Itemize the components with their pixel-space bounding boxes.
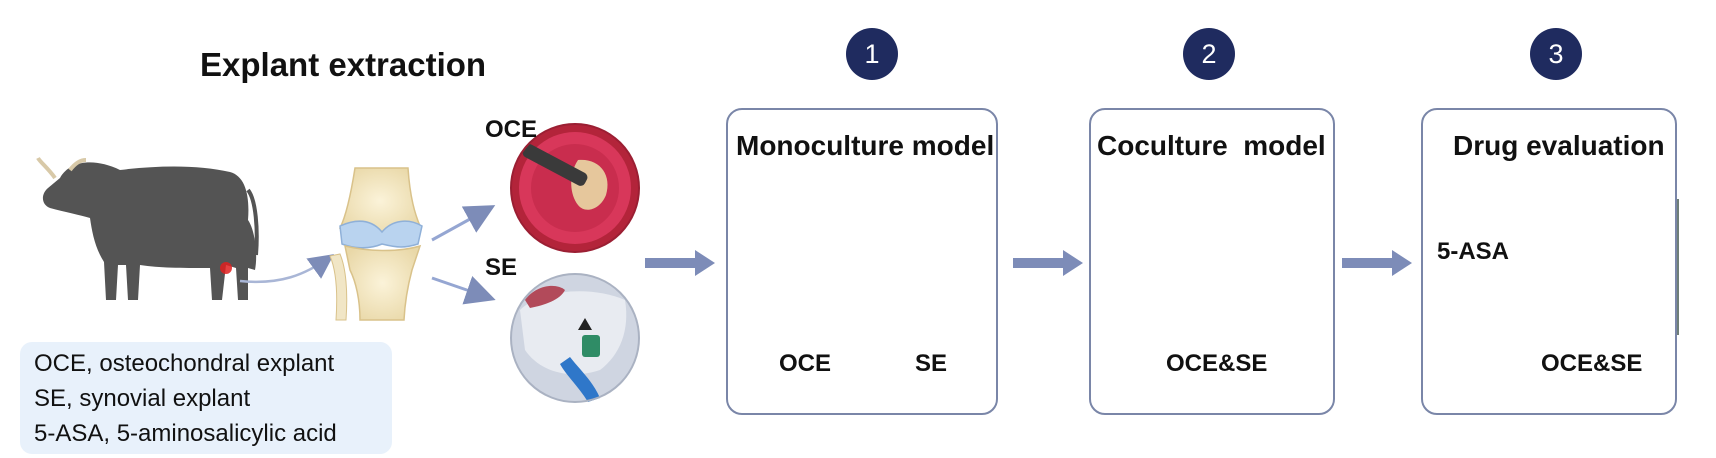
well-label-oce-se: OCE&SE [1541, 350, 1643, 377]
se-photo [510, 273, 640, 403]
panel-title: Coculture model [1097, 130, 1326, 161]
step-badge-3: 3 [1530, 28, 1582, 80]
oce-photo [510, 123, 640, 253]
panel-monoculture: Monoculture model OCE SE [726, 108, 998, 415]
page-title: Explant extraction [200, 46, 487, 83]
legend-item: SE, synovial explant [34, 385, 251, 412]
abbreviation-legend: OCE, osteochondral explant SE, synovial … [20, 342, 392, 454]
legend-item: OCE, osteochondral explant [34, 350, 335, 377]
arrow-bull-to-knee [239, 254, 335, 284]
panel-title: Monoculture model [736, 130, 995, 161]
step-badge-1: 1 [846, 28, 898, 80]
se-photo-label: SE [485, 254, 518, 281]
well-label-se: SE [915, 350, 948, 377]
step-badge-2: 2 [1183, 28, 1235, 80]
panel-title: Drug evaluation [1453, 130, 1665, 161]
panel-drug-evaluation: Drug evaluation 5-ASA OCE&SE [1421, 108, 1677, 415]
well-label-oce: OCE [779, 350, 832, 377]
legend-item: 5-ASA, 5-aminosalicylic acid [34, 420, 337, 447]
oce-photo-label: OCE [485, 116, 538, 143]
drug-label: 5-ASA [1437, 238, 1510, 265]
arrow-knee-to-oce [431, 205, 496, 242]
well-label-oce-se: OCE&SE [1166, 350, 1268, 377]
stage-arrows [645, 250, 1412, 276]
bull-illustration [36, 156, 259, 300]
knee-joint-illustration [329, 167, 423, 321]
arrow-knee-to-se [431, 275, 496, 305]
panel-coculture: Coculture model OCE&SE [1089, 108, 1335, 415]
